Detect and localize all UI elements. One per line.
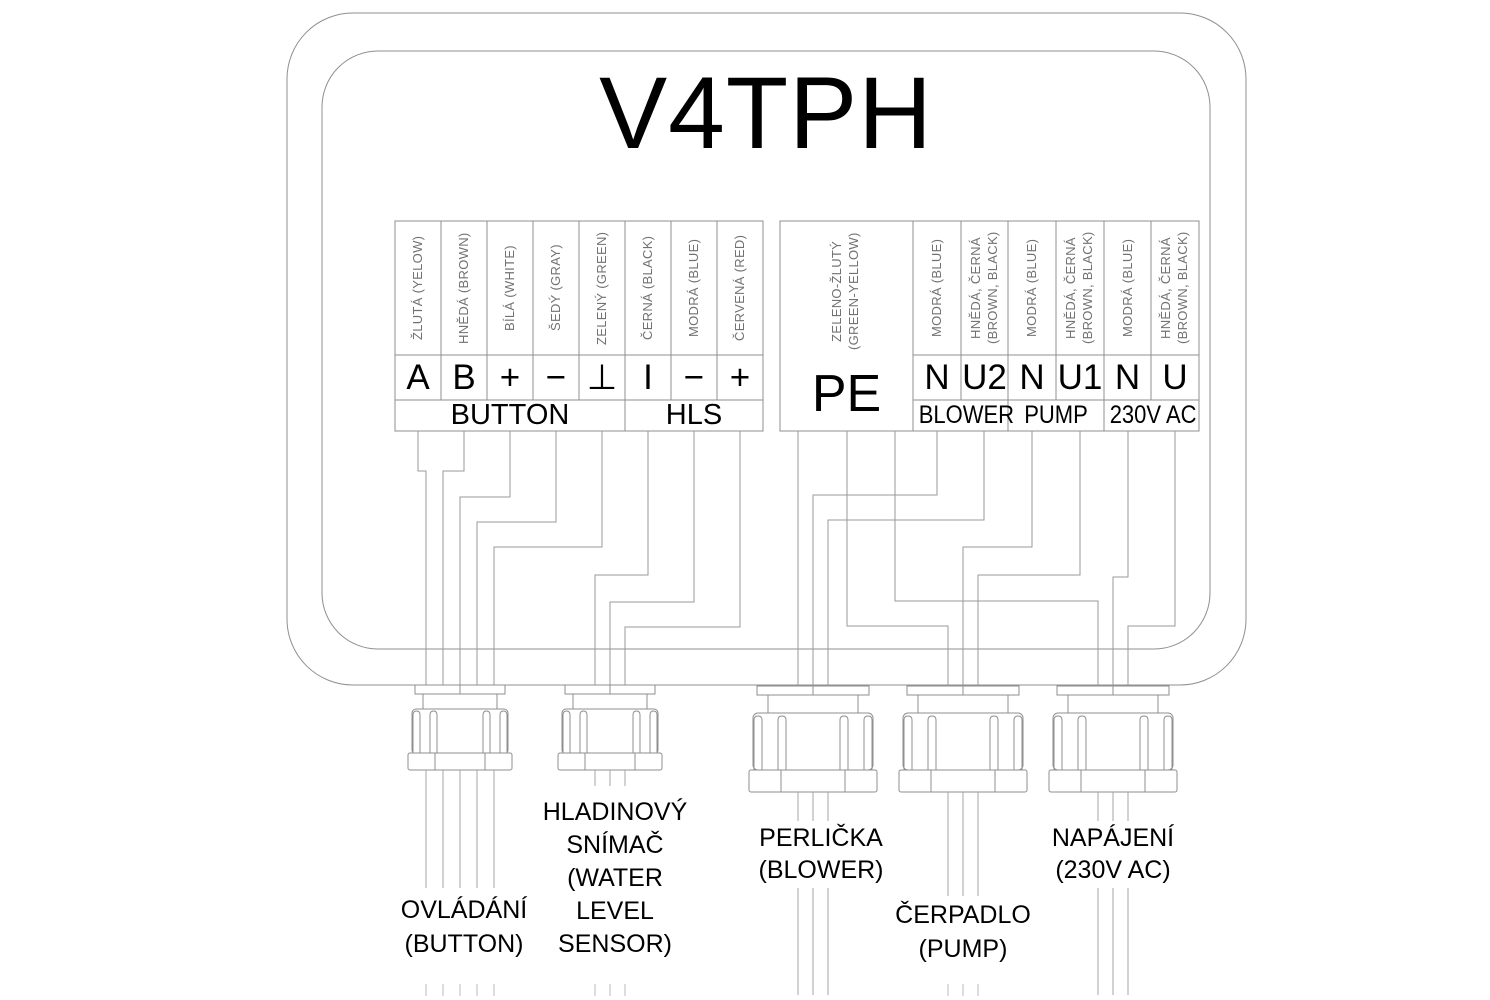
wire-color-label-pe: ZELENO-ŽLUTÝ(GREEN-YELLOW): [829, 232, 861, 350]
terminal-pe: PE: [811, 365, 882, 423]
cable-gland-hls: [557, 684, 663, 771]
terminal-i: I: [643, 358, 653, 397]
cable-label-power: NAPÁJENÍ(230V AC): [1051, 824, 1175, 884]
cable-gland-blower: [748, 685, 878, 793]
external-wires: [425, 770, 1129, 995]
wire-color-label: HNĚDÁ, ČERNÁ(BROWN, BLACK): [1063, 231, 1095, 345]
group-label-hls: HLS: [665, 399, 723, 431]
cable-label-blower: PERLIČKA(BLOWER): [758, 824, 884, 884]
wire-color-label: BÍLÁ (WHITE): [502, 245, 517, 331]
terminal-n-blower: N: [924, 358, 950, 397]
wire-color-label: ČERNÁ (BLACK): [640, 235, 655, 341]
wire-color-label: ŠEDÝ (GRAY): [548, 244, 563, 332]
terminal-a: A: [406, 358, 430, 397]
terminal-u: U: [1162, 358, 1188, 397]
wire-color-label: HNĚDÁ (BROWN): [456, 232, 471, 344]
terminal-grid: [394, 220, 1200, 432]
wire-color-label: MODRÁ (BLUE): [1120, 238, 1135, 338]
terminal-minus: −: [545, 358, 567, 397]
wire-color-label: ZELENÝ (GREEN): [594, 231, 609, 345]
wire-stubs: [425, 984, 979, 996]
terminal-ground: ⊥: [586, 358, 618, 397]
wire-color-label: HNĚDÁ, ČERNÁ(BROWN, BLACK): [1158, 231, 1190, 345]
terminal-u1: U1: [1057, 358, 1103, 397]
group-label-blower: BLOWER: [918, 401, 1015, 429]
wire-color-label: MODRÁ (BLUE): [686, 238, 701, 338]
terminal-n-pump: N: [1019, 358, 1045, 397]
enclosure-outline: [286, 12, 1247, 686]
wire-color-label: MODRÁ (BLUE): [1024, 238, 1039, 338]
wire-color-label: ČERVENÁ (RED): [732, 234, 747, 342]
cable-gland-button: [407, 684, 513, 771]
terminal-minus: −: [683, 358, 705, 397]
group-label-230v: 230V AC: [1109, 401, 1197, 429]
wire-color-label: HNĚDÁ, ČERNÁ(BROWN, BLACK): [968, 231, 1000, 345]
wire-color-label: MODRÁ (BLUE): [929, 238, 944, 338]
terminal-plus: +: [729, 358, 751, 397]
group-label-button: BUTTON: [450, 399, 570, 431]
cable-gland-power: [1048, 685, 1178, 793]
internal-wires: [417, 431, 1176, 695]
terminal-n-power: N: [1114, 358, 1141, 397]
terminal-plus: +: [499, 358, 521, 397]
terminal-u2: U2: [962, 358, 1007, 397]
cable-label-pump: ČERPADLO(PUMP): [895, 901, 1031, 963]
device-title: V4TPH: [599, 56, 933, 170]
cable-gland-pump: [898, 685, 1028, 793]
cable-label-button: OVLÁDÁNÍ(BUTTON): [400, 896, 528, 958]
terminal-b: B: [452, 358, 476, 397]
wire-color-label: ŽLUTÁ (YELOW): [410, 235, 425, 341]
group-label-pump: PUMP: [1024, 401, 1088, 429]
